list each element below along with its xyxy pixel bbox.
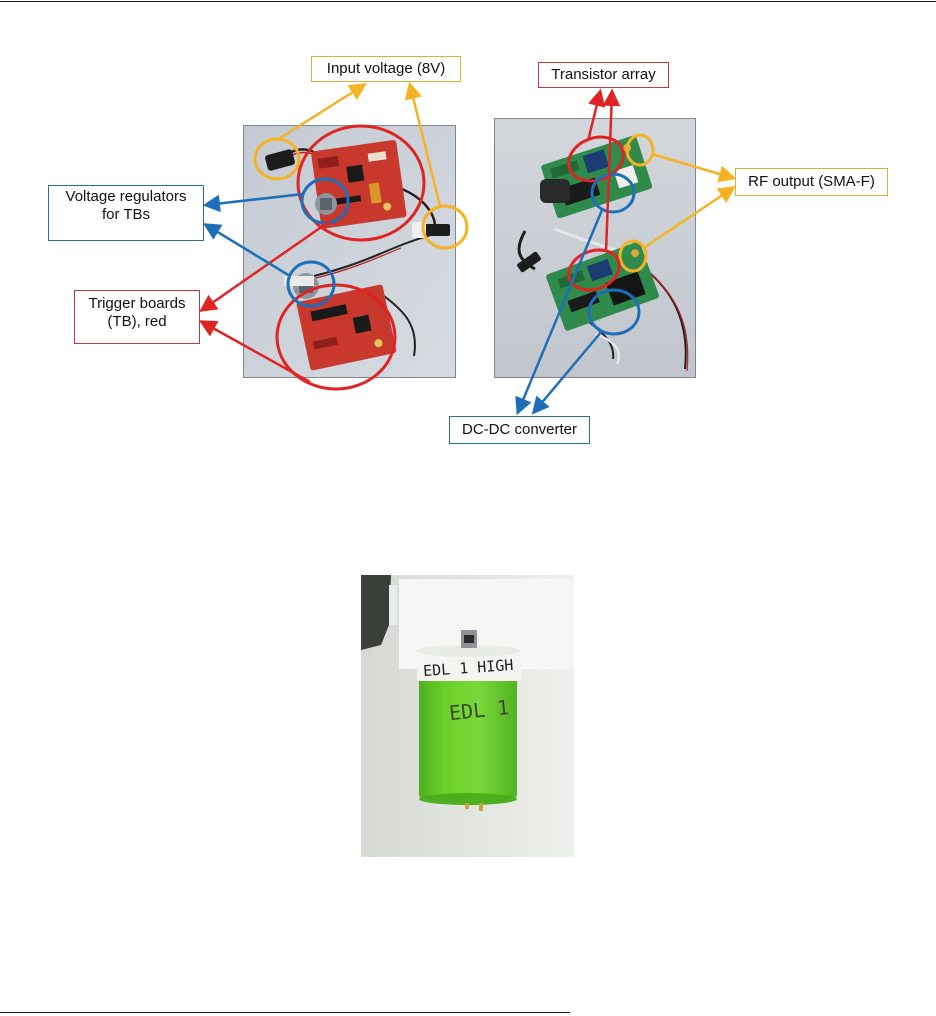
voltage-regulators-label-line1: Voltage regulators [65, 188, 187, 205]
rf-output-label: RF output (SMA-F) [735, 168, 888, 196]
page-top-rule [0, 1, 936, 2]
input-voltage-label-text: Input voltage (8V) [326, 60, 446, 77]
voltage-regulators-label-line2: for TBs [101, 206, 151, 223]
transistor-array-label: Transistor array [538, 62, 669, 88]
trigger-boards-label-line2: (TB), red [107, 313, 167, 330]
trigger-boards-photo [243, 125, 456, 378]
dcdc-converter-label-text: DC-DC converter [461, 421, 578, 438]
trigger-boards-label: Trigger boards (TB), red [74, 290, 200, 344]
input-voltage-label: Input voltage (8V) [311, 56, 461, 82]
trigger-boards-label-line1: Trigger boards [88, 295, 186, 312]
dcdc-converter-label: DC-DC converter [449, 416, 590, 444]
footnote-rule [0, 1012, 570, 1013]
voltage-regulators-label: Voltage regulators for TBs [48, 185, 204, 241]
enclosure-photo: EDL 1 HIGH EDL 1 [361, 575, 574, 857]
transistor-array-label-text: Transistor array [551, 66, 656, 83]
amplifier-boards-photo [494, 118, 696, 378]
rf-output-label-text: RF output (SMA-F) [748, 173, 875, 190]
